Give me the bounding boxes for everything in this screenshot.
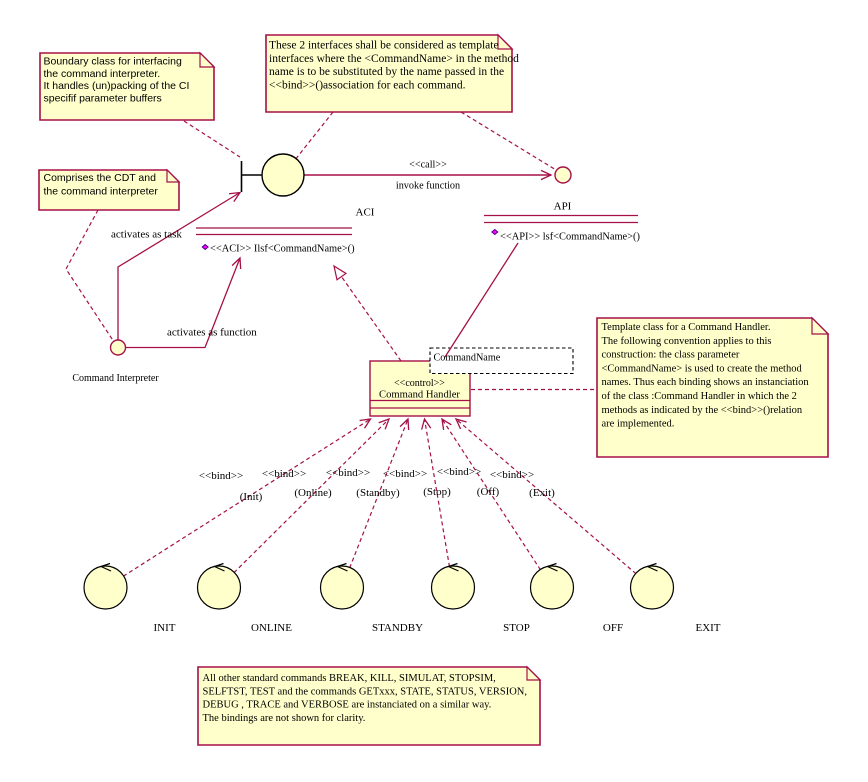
note-standard-commands-line2: SELFTST, TEST and the commands GETxxx, S… xyxy=(203,686,528,697)
bind-parameter-online: (Online) xyxy=(294,487,332,499)
activates-as-task-label: activates as task xyxy=(111,229,182,241)
note-standard-commands-line3: DEBUG , TRACE and VERBOSE are instanciat… xyxy=(203,700,492,711)
api-interface-circle-icon xyxy=(554,166,572,184)
note-boundary-class-line1: Boundary class for interfacing xyxy=(44,56,182,68)
control-label-init: INIT xyxy=(154,622,176,634)
note-template-interfaces-line1: These 2 interfaces shall be considered a… xyxy=(269,40,499,52)
note-template-interfaces-line2: interfaces where the <CommandName> in th… xyxy=(269,53,519,65)
bind-stereotype-off: <<bind>> xyxy=(437,466,481,478)
template-parameter-label: CommandName xyxy=(434,353,501,364)
api-interface-label: API xyxy=(554,201,572,213)
boundary-class-icon xyxy=(240,153,305,197)
note-template-interfaces-line4: <<bind>>()association for each command. xyxy=(269,79,466,91)
realization-command-handler-to-aci xyxy=(333,264,402,362)
note-template-class-line1: Template class for a Command Handler. xyxy=(602,322,771,333)
control-arrow-icon xyxy=(212,562,225,572)
call-stereotype-label: <<call>> xyxy=(409,160,447,171)
note-comprises-cdt-line2: the command interpreter xyxy=(44,185,159,197)
control-class-exit xyxy=(629,562,675,610)
note-template-class-line4: <CommandName> is used to create the meth… xyxy=(602,363,803,374)
note-boundary-class-line4: specifif parameter buffers xyxy=(44,92,162,104)
control-label-standby: STANDBY xyxy=(372,622,423,634)
control-arrow-icon xyxy=(645,562,658,572)
note-template-interfaces-line3: name is to be substituted by the name pa… xyxy=(269,66,504,78)
note-template-class-line7: methods as indicated by the <<bind>>()re… xyxy=(602,405,803,416)
note-anchor-interfaces-note-to-api xyxy=(460,111,562,174)
note-anchor-comprises-note-to-command-interpreter xyxy=(65,209,117,346)
control-label-exit: EXIT xyxy=(695,622,720,634)
note-anchor-interfaces-note-to-aci xyxy=(286,111,334,171)
bind-arrow-online xyxy=(218,417,391,588)
invoke-function-label: invoke function xyxy=(396,181,460,192)
note-template-class-line8: are implemented. xyxy=(602,419,675,430)
bind-parameter-exit: (Exit) xyxy=(529,487,555,499)
bind-stereotype-exit: <<bind>> xyxy=(490,469,534,481)
command-handler-stereotype: <<control>> xyxy=(394,378,445,389)
note-standard-commands-line4: The bindings are not shown for clarity. xyxy=(203,713,366,724)
note-template-class-line3: construction: the class parameter xyxy=(602,350,740,361)
note-comprises-cdt-line1: Comprises the CDT and xyxy=(44,172,157,184)
note-template-interfaces: These 2 interfaces shall be considered a… xyxy=(265,33,519,113)
control-class-online xyxy=(196,562,242,610)
bind-parameter-init: (Init) xyxy=(240,491,263,503)
note-template-class-line5: names. Thus each binding shows an instan… xyxy=(602,377,810,388)
bind-stereotype-init: <<bind>> xyxy=(199,470,243,482)
association-activates-as-function xyxy=(118,256,242,349)
note-comprises-cdt: Comprises the CDT and the command interp… xyxy=(38,168,181,211)
bind-parameter-stop: (Stop) xyxy=(423,486,451,498)
command-handler-name: Command Handler xyxy=(379,390,460,401)
note-anchor-boundary-note-to-boundary-class xyxy=(183,120,241,158)
association-activates-as-task xyxy=(117,191,242,347)
control-arrow-icon xyxy=(446,562,459,572)
note-boundary-class: Boundary class for interfacing the comma… xyxy=(39,51,216,121)
bind-arrow-off xyxy=(441,417,553,588)
control-label-stop: STOP xyxy=(503,622,530,634)
control-arrow-icon xyxy=(335,562,348,572)
note-standard-commands: All other standard commands BREAK, KILL,… xyxy=(197,665,542,746)
bind-parameter-standby: (Standby) xyxy=(356,487,400,499)
control-class-off xyxy=(529,562,575,610)
aci-operation-icon xyxy=(201,243,209,251)
control-arrow-icon xyxy=(99,562,112,572)
note-boundary-class-line2: the command interpreter. xyxy=(44,68,161,80)
bind-stereotype-online: <<bind>> xyxy=(262,468,306,480)
interface-aci: <<ACI>> Ilsf<CommandName>() ACI xyxy=(196,207,375,255)
activates-as-function-label: activates as function xyxy=(167,327,257,339)
control-label-online: ONLINE xyxy=(251,622,292,634)
api-operation-label: <<API>> lsf<CommandName>() xyxy=(500,232,640,243)
template-parameter-box: CommandName xyxy=(429,347,574,375)
command-interpreter-label: Command Interpreter xyxy=(72,373,159,384)
aci-operation-label: <<ACI>> Ilsf<CommandName>() xyxy=(210,244,355,255)
command-interpreter-icon xyxy=(109,339,127,356)
control-arrow-icon xyxy=(545,562,558,572)
api-operation-icon xyxy=(491,228,499,236)
control-class-standby xyxy=(319,562,365,610)
control-class-init xyxy=(83,562,128,610)
note-standard-commands-line1: All other standard commands BREAK, KILL,… xyxy=(203,673,496,684)
note-template-class: Template class for a Command Handler. Th… xyxy=(596,316,830,458)
aci-interface-label: ACI xyxy=(356,207,375,219)
note-template-class-line2: The following convention applies to this xyxy=(602,336,772,347)
note-template-class-line6: of the class :Command Handler in which t… xyxy=(602,391,797,402)
control-label-off: OFF xyxy=(603,622,623,634)
note-boundary-class-line3: It handles (un)packing of the CI xyxy=(44,80,190,92)
bind-stereotype-stop: <<bind>> xyxy=(383,468,427,480)
bind-arrow-exit xyxy=(454,417,653,588)
bind-arrow-standby xyxy=(341,417,410,588)
bind-stereotype-standby: <<bind>> xyxy=(326,467,370,479)
bind-arrow-init xyxy=(105,418,372,589)
realization-command-handler-to-api xyxy=(444,242,519,358)
bind-arrow-stop xyxy=(421,417,454,588)
bind-parameter-off: (Off) xyxy=(477,486,500,498)
control-class-stop xyxy=(430,562,476,610)
interface-api: <<API>> lsf<CommandName>() API xyxy=(484,201,640,243)
